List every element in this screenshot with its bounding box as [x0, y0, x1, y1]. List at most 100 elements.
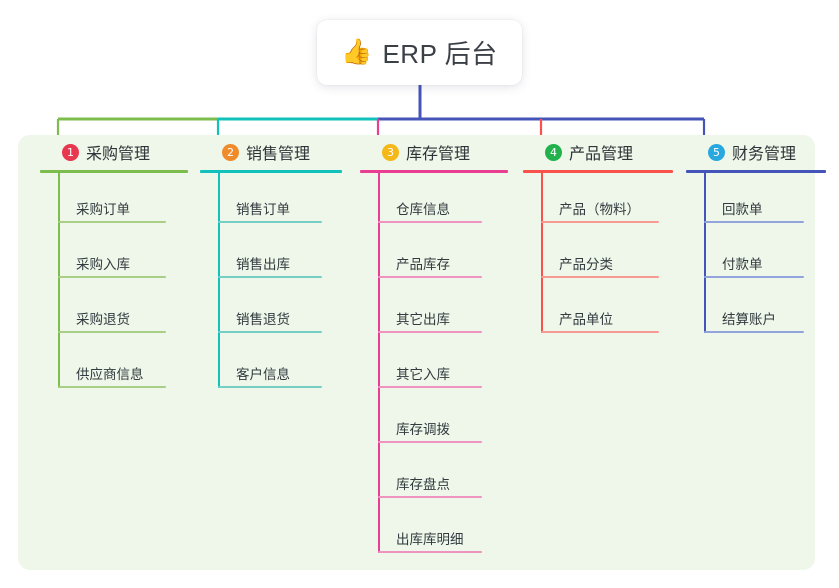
branch-header-3[interactable]: 3 库存管理 [360, 135, 508, 169]
branch-item-rule [58, 276, 166, 278]
branch-spine [541, 173, 543, 333]
branch-item-list: 回款单付款单结算账户 [686, 173, 826, 338]
branch-item-rule [378, 331, 482, 333]
branch-item-rule [378, 276, 482, 278]
branch-item-rule [218, 386, 322, 388]
branch-item-label: 出库库明细 [396, 532, 464, 547]
root-node-card[interactable]: 👍 ERP 后台 [317, 20, 522, 85]
branch-header-rule [360, 170, 508, 173]
branch-item-list: 销售订单销售出库销售退货客户信息 [200, 173, 342, 393]
branch-item-rule [704, 221, 804, 223]
branch-item-label: 采购退货 [76, 312, 130, 327]
branch-item-label: 付款单 [722, 257, 763, 272]
branch-item[interactable]: 库存盘点 [360, 448, 508, 503]
branch-title: 库存管理 [406, 146, 471, 163]
branch-item-rule [541, 331, 659, 333]
branch-item-rule [378, 386, 482, 388]
branch-title: 产品管理 [569, 146, 634, 163]
branch-title: 采购管理 [86, 146, 151, 163]
page-title: ERP 后台 [382, 39, 498, 69]
branch-number-badge: 5 [708, 143, 725, 161]
branch-item-rule [378, 221, 482, 223]
branch-number-badge: 4 [545, 143, 562, 161]
branch-item-list: 仓库信息产品库存其它出库其它入库库存调拨库存盘点出库库明细 [360, 173, 508, 558]
branch-item-label: 库存盘点 [396, 477, 450, 492]
branch-item-rule [218, 276, 322, 278]
branch-item[interactable]: 销售出库 [200, 228, 342, 283]
thumbs-up-icon: 👍 [341, 38, 373, 66]
branch-item-label: 产品单位 [559, 312, 613, 327]
branch-item-rule [541, 221, 659, 223]
branch-item-rule [58, 221, 166, 223]
branch-item-label: 其它入库 [396, 367, 450, 382]
branch-spine [704, 173, 706, 333]
branch-item[interactable]: 产品（物料） [523, 173, 673, 228]
branch-column-2: 2 销售管理销售订单销售出库销售退货客户信息 [200, 135, 342, 393]
branch-item-label: 采购入库 [76, 257, 130, 272]
branch-item-rule [218, 221, 322, 223]
branch-item[interactable]: 库存调拨 [360, 393, 508, 448]
branch-item[interactable]: 销售退货 [200, 283, 342, 338]
branch-item-rule [378, 551, 482, 553]
branch-column-3: 3 库存管理仓库信息产品库存其它出库其它入库库存调拨库存盘点出库库明细 [360, 135, 508, 558]
branch-header-4[interactable]: 4 产品管理 [523, 135, 673, 169]
branch-title: 财务管理 [732, 146, 797, 163]
branch-item[interactable]: 付款单 [686, 228, 826, 283]
branch-item-label: 采购订单 [76, 202, 130, 217]
branch-header-2[interactable]: 2 销售管理 [200, 135, 342, 169]
branch-item-label: 结算账户 [722, 312, 776, 327]
branch-number-badge: 2 [222, 143, 239, 161]
branch-header-rule [40, 170, 188, 173]
branch-item-rule [218, 331, 322, 333]
branch-item[interactable]: 采购订单 [40, 173, 188, 228]
branch-item[interactable]: 产品单位 [523, 283, 673, 338]
branch-item[interactable]: 产品分类 [523, 228, 673, 283]
branch-item-rule [541, 276, 659, 278]
branch-item-label: 其它出库 [396, 312, 450, 327]
branch-number-badge: 1 [62, 143, 79, 161]
branch-item[interactable]: 仓库信息 [360, 173, 508, 228]
branch-item-label: 仓库信息 [396, 202, 450, 217]
branch-item-list: 采购订单采购入库采购退货供应商信息 [40, 173, 188, 393]
branch-header-rule [523, 170, 673, 173]
branch-item[interactable]: 出库库明细 [360, 503, 508, 558]
branch-item-label: 客户信息 [236, 367, 290, 382]
branch-item[interactable]: 采购入库 [40, 228, 188, 283]
branch-item-label: 产品分类 [559, 257, 613, 272]
branch-item[interactable]: 供应商信息 [40, 338, 188, 393]
branch-item-label: 回款单 [722, 202, 763, 217]
branch-item-label: 库存调拨 [396, 422, 450, 437]
branch-item-rule [378, 496, 482, 498]
branch-column-1: 1 采购管理采购订单采购入库采购退货供应商信息 [40, 135, 188, 393]
branch-number-badge: 3 [382, 143, 399, 161]
branch-header-rule [200, 170, 342, 173]
branch-item[interactable]: 其它入库 [360, 338, 508, 393]
branch-item[interactable]: 结算账户 [686, 283, 826, 338]
branch-header-rule [686, 170, 826, 173]
branch-item-label: 销售订单 [236, 202, 290, 217]
branch-item[interactable]: 其它出库 [360, 283, 508, 338]
branch-item[interactable]: 采购退货 [40, 283, 188, 338]
branch-item-label: 销售退货 [236, 312, 290, 327]
branch-header-1[interactable]: 1 采购管理 [40, 135, 188, 169]
branch-item-label: 产品（物料） [559, 202, 640, 217]
branch-spine [58, 173, 60, 388]
branch-header-5[interactable]: 5 财务管理 [686, 135, 826, 169]
branch-item[interactable]: 产品库存 [360, 228, 508, 283]
branch-item-rule [378, 441, 482, 443]
branch-item-label: 销售出库 [236, 257, 290, 272]
branch-item-rule [58, 386, 166, 388]
branch-item-label: 产品库存 [396, 257, 450, 272]
branch-column-5: 5 财务管理回款单付款单结算账户 [686, 135, 826, 338]
branch-item-rule [58, 331, 166, 333]
branch-column-4: 4 产品管理产品（物料） 产品分类产品单位 [523, 135, 673, 338]
branch-spine [378, 173, 380, 553]
branch-title: 销售管理 [246, 146, 311, 163]
branch-item[interactable]: 销售订单 [200, 173, 342, 228]
branch-item-rule [704, 331, 804, 333]
branch-item-label: 供应商信息 [76, 367, 144, 382]
branch-item[interactable]: 客户信息 [200, 338, 342, 393]
branch-spine [218, 173, 220, 388]
branch-item[interactable]: 回款单 [686, 173, 826, 228]
